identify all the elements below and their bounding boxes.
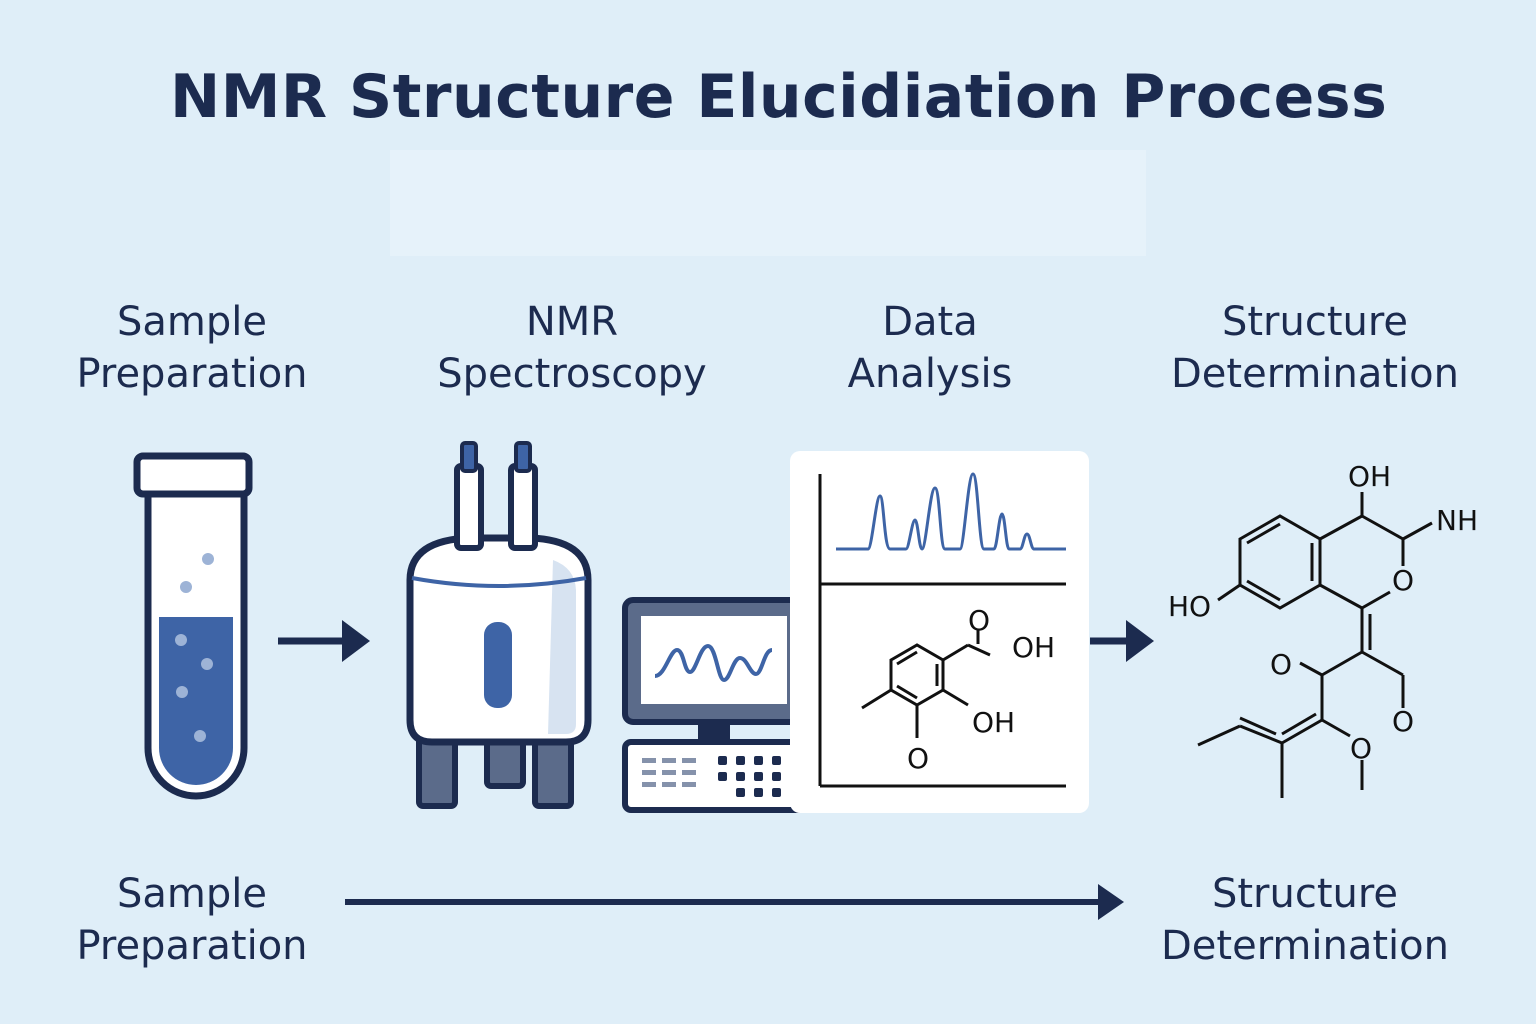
step-label-data-analysis: Data Analysis xyxy=(810,296,1050,400)
atom-label: O xyxy=(1270,648,1292,681)
atom-label: O xyxy=(907,742,929,775)
flow-start-label: Sample Preparation xyxy=(42,868,342,972)
flow-label-line: Structure xyxy=(1211,871,1399,917)
molecule-structure-icon xyxy=(1197,492,1433,798)
atom-label: O xyxy=(1350,732,1372,765)
flow-arrow-icon xyxy=(1090,620,1154,662)
step-label-structure-determination: Structure Determination xyxy=(1140,296,1490,400)
step-label-line: Sample xyxy=(117,299,267,345)
atom-label: OH xyxy=(1348,460,1391,493)
step-label-line: NMR xyxy=(525,299,619,345)
step-label-line: Determination xyxy=(1170,351,1459,397)
atom-label: OH xyxy=(972,706,1015,739)
background-panel xyxy=(390,150,1146,256)
overall-flow-arrow-icon xyxy=(345,884,1124,920)
atom-label: O xyxy=(1392,564,1414,597)
test-tube-icon xyxy=(133,452,253,800)
atom-label: OH xyxy=(1012,631,1055,664)
computer-monitor-icon xyxy=(622,597,808,813)
flow-end-label: Structure Determination xyxy=(1130,868,1480,972)
flow-arrow-icon xyxy=(278,620,370,662)
atom-label: O xyxy=(1392,705,1414,738)
step-label-sample-preparation: Sample Preparation xyxy=(42,296,342,400)
step-label-nmr-spectroscopy: NMR Spectroscopy xyxy=(402,296,742,400)
step-label-line: Preparation xyxy=(76,351,308,397)
atom-label: HO xyxy=(1168,590,1211,623)
step-label-line: Spectroscopy xyxy=(437,351,707,397)
atom-label: O xyxy=(968,604,990,637)
spectrum-chart-icon xyxy=(790,451,1089,813)
page-title: NMR Structure Elucidiation Process xyxy=(170,62,1388,132)
nmr-magnet-icon xyxy=(406,441,592,809)
analysis-molecule-icon xyxy=(861,630,991,738)
step-label-line: Data xyxy=(882,299,978,345)
flow-label-line: Sample xyxy=(117,871,267,917)
step-label-line: Structure xyxy=(1221,299,1409,345)
atom-label: NH xyxy=(1436,504,1478,537)
flow-label-line: Preparation xyxy=(76,923,308,969)
flow-label-line: Determination xyxy=(1160,923,1449,969)
step-label-line: Analysis xyxy=(847,351,1013,397)
